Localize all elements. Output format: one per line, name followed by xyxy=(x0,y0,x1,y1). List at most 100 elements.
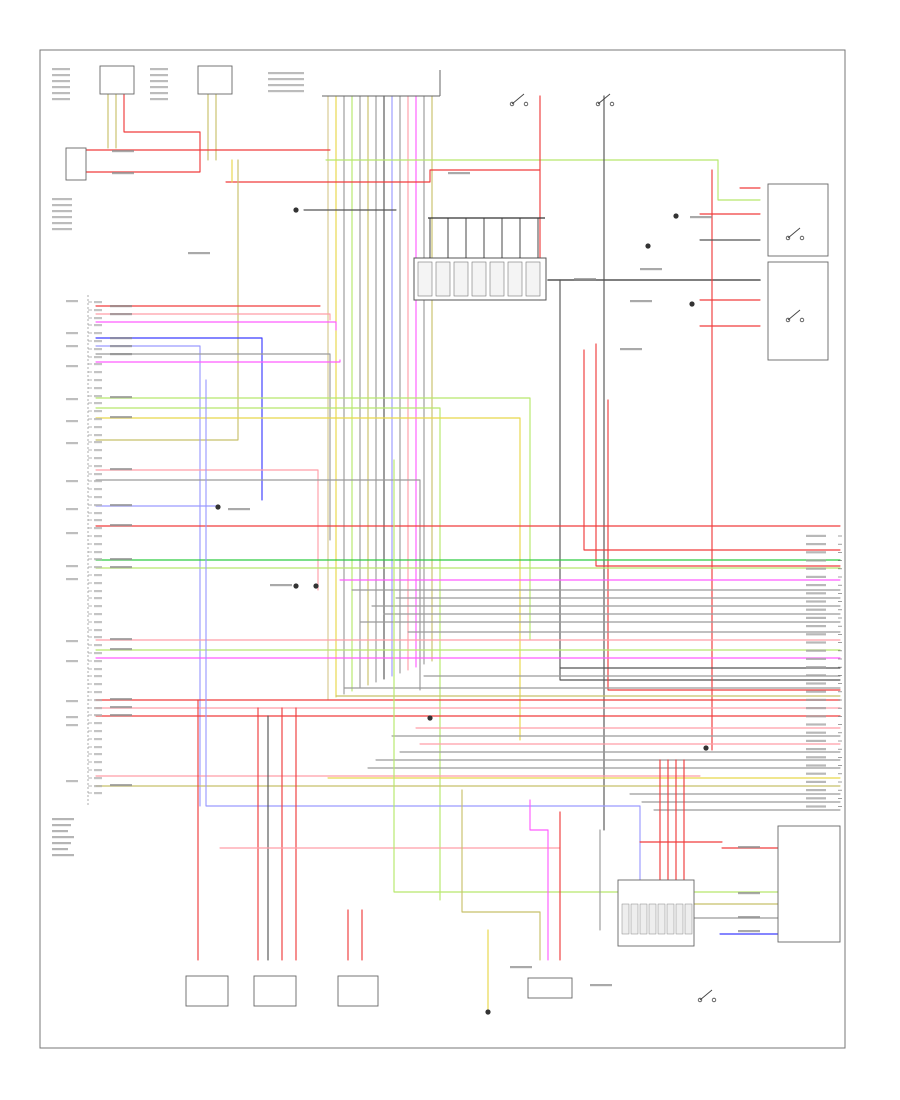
junction-terminal xyxy=(675,903,684,935)
fuse-cell xyxy=(525,261,541,297)
sensor-caption-mark xyxy=(52,216,72,219)
ground-symbol xyxy=(703,745,709,751)
ecm-output-wire xyxy=(95,353,331,541)
ecm-pin-number-mark xyxy=(94,371,102,374)
sensor-caption-mark xyxy=(52,86,70,89)
terminal-code-mark xyxy=(806,649,826,652)
terminal-code-mark xyxy=(806,780,826,783)
terminal-code-mark xyxy=(806,608,826,611)
wire-code-mark xyxy=(110,337,132,340)
ecm-caption-mark xyxy=(52,818,74,821)
terminal-code-mark xyxy=(806,616,826,619)
ecm-pin-number-mark xyxy=(94,434,102,437)
wire-code-mark xyxy=(738,916,760,919)
fuse-cell xyxy=(435,261,451,297)
sensor-caption-mark xyxy=(52,68,70,71)
junction-terminal xyxy=(666,903,675,935)
ecm-pin-number-mark xyxy=(94,590,102,593)
relay-output-wire xyxy=(607,399,841,691)
egr-solenoid xyxy=(527,977,573,999)
ecm-pin-number-mark xyxy=(94,309,102,312)
wire-code-mark xyxy=(188,252,210,255)
terminal-code-mark xyxy=(806,567,826,570)
sensor-feed-wire xyxy=(225,169,541,183)
ecm-pin-number-mark xyxy=(94,699,102,702)
junction-terminal xyxy=(621,903,630,935)
ecm-pin-number-mark xyxy=(94,605,102,608)
ecm-pin-number-mark xyxy=(94,402,102,405)
sensor-caption-mark xyxy=(150,98,168,101)
wire-code-mark xyxy=(110,706,132,709)
ecm-output-wire xyxy=(95,321,337,331)
wire-code-mark xyxy=(110,345,132,348)
wire-code-mark xyxy=(640,268,662,271)
idle-air-control-valve xyxy=(337,975,379,1007)
relay-contact-1 xyxy=(787,227,801,239)
brake-switch xyxy=(711,997,717,1003)
ecm-pin-number-mark xyxy=(94,613,102,616)
ecm-group-mark xyxy=(66,420,78,423)
ecm-pin-number-mark xyxy=(94,629,102,632)
ecm-caption-mark xyxy=(52,848,68,851)
wire-code-mark xyxy=(110,558,132,561)
ecm-group-mark xyxy=(66,660,78,663)
ecm-pin-number-mark xyxy=(94,636,102,639)
terminal-code-mark xyxy=(806,789,826,792)
ecm-group-mark xyxy=(66,700,78,703)
ecm-pin-number-mark xyxy=(94,566,102,569)
wire-code-mark xyxy=(448,172,470,175)
ecm-pin-number-mark xyxy=(94,675,102,678)
ground-symbol xyxy=(427,715,433,721)
junction-terminal xyxy=(630,903,639,935)
fuel-pressure-sensor xyxy=(253,975,297,1007)
ecm-pin-number-mark xyxy=(94,410,102,413)
terminal-code-mark xyxy=(806,575,826,578)
o2-sensor-1 xyxy=(99,65,135,95)
relay-contact-1 xyxy=(799,235,805,241)
terminal-code-mark xyxy=(806,698,826,701)
wire-code-mark xyxy=(228,508,250,511)
ecm-pin-number-mark xyxy=(94,504,102,507)
ecm-pin-number-mark xyxy=(94,691,102,694)
ignition-switch-1 xyxy=(511,93,525,105)
terminal-code-mark xyxy=(806,739,826,742)
ecm-pin-number-mark xyxy=(94,730,102,733)
terminal-code-mark xyxy=(806,657,826,660)
relay-feed-wire xyxy=(717,159,761,201)
terminal-code-mark xyxy=(806,682,826,685)
ecm-pin-number-mark xyxy=(94,441,102,444)
terminal-code-mark xyxy=(806,633,826,636)
wire-code-mark xyxy=(110,566,132,569)
terminal-code-mark xyxy=(806,707,826,710)
ecm-pin-number-mark xyxy=(94,738,102,741)
ecm-pin-number-mark xyxy=(94,519,102,522)
ground-symbol xyxy=(689,301,695,307)
sensor-caption-mark xyxy=(52,204,72,207)
connector-caption-mark xyxy=(268,72,304,75)
sensor-lead xyxy=(205,379,641,881)
wire-code-mark xyxy=(110,353,132,356)
ecm-pin-number-mark xyxy=(94,512,102,515)
sensor-lead xyxy=(461,789,541,961)
terminal-code-mark xyxy=(806,715,826,718)
wire-code-mark xyxy=(270,584,292,587)
wire-code-mark xyxy=(574,278,596,281)
ecm-pin-number-mark xyxy=(94,785,102,788)
junction-terminal xyxy=(684,903,693,935)
wire-code-mark xyxy=(110,504,132,507)
relay-output-wire xyxy=(583,349,841,551)
ecm-pin-number-mark xyxy=(94,527,102,530)
ecm-group-mark xyxy=(66,480,78,483)
terminal-code-mark xyxy=(806,756,826,759)
ecm-pin-number-mark xyxy=(94,496,102,499)
sensor-caption-mark xyxy=(52,80,70,83)
terminal-code-mark xyxy=(806,805,826,808)
ecm-group-mark xyxy=(66,345,78,348)
ecm-pin-number-mark xyxy=(94,473,102,476)
ecm-pin-number-mark xyxy=(94,558,102,561)
ground-symbol xyxy=(485,1009,491,1015)
ecm-pin-number-mark xyxy=(94,317,102,320)
ecm-pin-number-mark xyxy=(94,395,102,398)
wire-code-mark xyxy=(110,416,132,419)
